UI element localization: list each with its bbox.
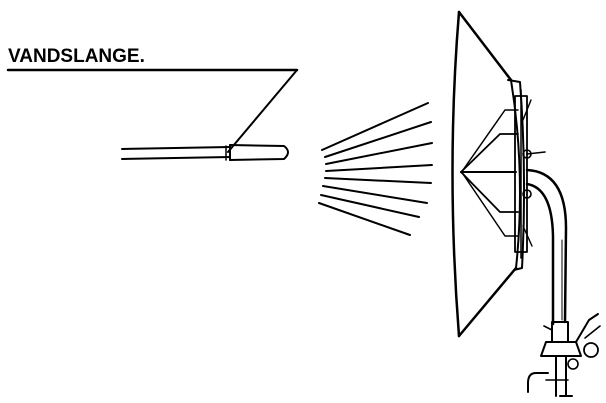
hose-nozzle <box>121 144 289 161</box>
label-leader-line <box>227 69 298 153</box>
hose-label-group: VANDSLANGE. <box>6 46 299 153</box>
mount-bracket <box>527 313 601 397</box>
feed-arm <box>525 168 568 326</box>
hose-label: VANDSLANGE. <box>8 46 145 67</box>
satellite-dish <box>451 10 546 338</box>
water-spray <box>318 102 433 236</box>
